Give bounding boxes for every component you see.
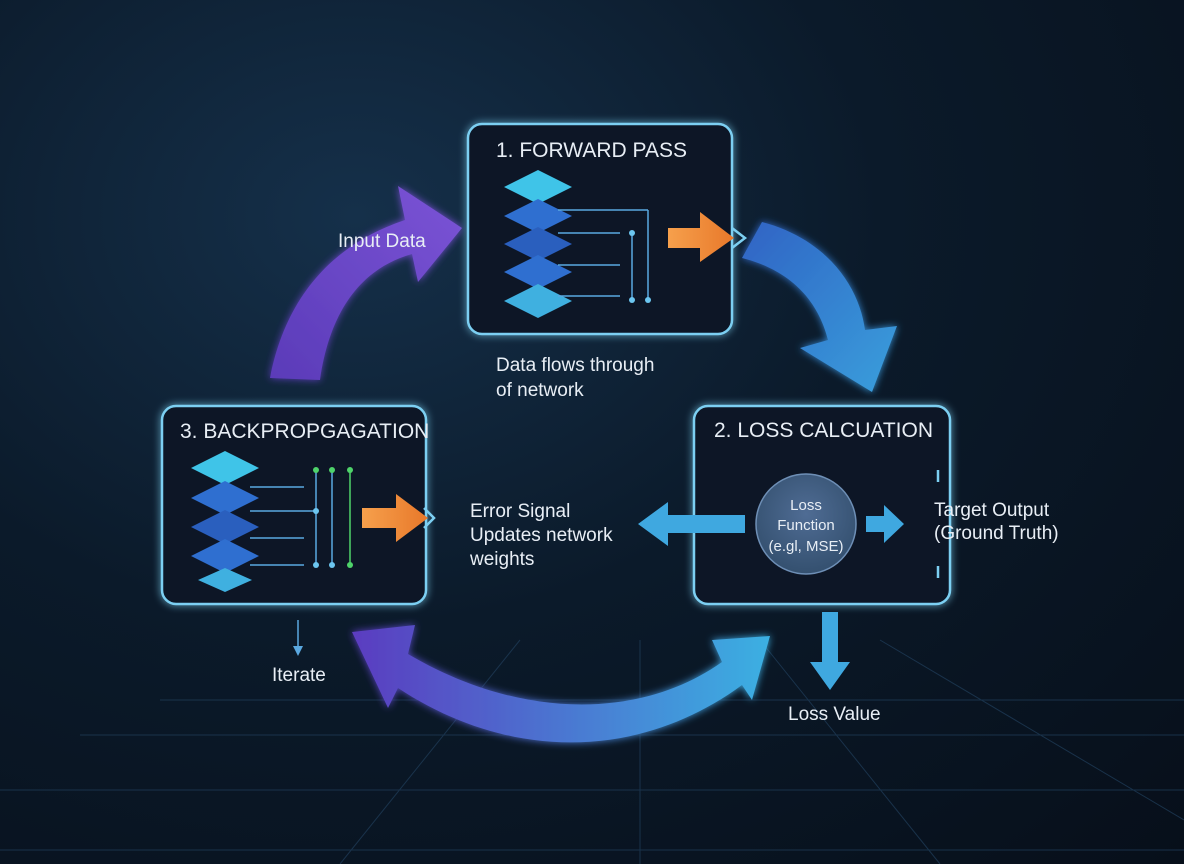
loss-title: 2. LOSS CALCUATION [714, 419, 933, 442]
cycle-arrow-bottom [352, 625, 770, 743]
cycle-arrow-top-left [270, 186, 462, 380]
forward-pass-panel: 1. FORWARD PASS [466, 122, 748, 336]
error-signal-line2: Updates network [470, 525, 613, 546]
target-arrow [866, 505, 904, 543]
floor-grid [0, 639, 1184, 864]
forward-pass-title: 1. FORWARD PASS [496, 139, 687, 162]
cycle-arrow-top-right [742, 222, 897, 392]
forward-caption-line2: of network [496, 380, 584, 401]
loss-panel: 2. LOSS CALCUATION Loss Function (e.gl, … [638, 404, 952, 606]
input-data-label: Input Data [338, 231, 426, 252]
forward-layer-stack [504, 170, 572, 318]
backprop-title: 3. BACKPROPGAGATION [180, 420, 429, 443]
backprop-connections [250, 470, 333, 566]
error-signal-line3: weights [469, 549, 534, 570]
loss-function-line3: (e.gl, MSE) [768, 538, 843, 555]
iterate-small-arrow [293, 620, 303, 656]
error-signal-line1: Error Signal [470, 501, 570, 522]
target-output-line1: Target Output [934, 500, 1050, 521]
target-output-line2: (Ground Truth) [934, 523, 1059, 544]
loss-function-line1: Loss [790, 497, 822, 514]
forward-orange-arrow [668, 212, 734, 262]
loss-value-label: Loss Value [788, 704, 881, 725]
backprop-layer-stack [191, 451, 259, 592]
loss-value-arrow [810, 612, 850, 690]
backprop-panel: 3. BACKPROPGAGATION [160, 404, 436, 606]
iterate-label: Iterate [272, 665, 326, 686]
loss-function-line2: Function [777, 517, 835, 534]
forward-caption-line1: Data flows through [496, 355, 654, 376]
loss-function-node [755, 473, 857, 575]
forward-connections [558, 209, 649, 300]
error-signal-arrow [638, 502, 745, 546]
backprop-orange-arrow [362, 494, 428, 542]
